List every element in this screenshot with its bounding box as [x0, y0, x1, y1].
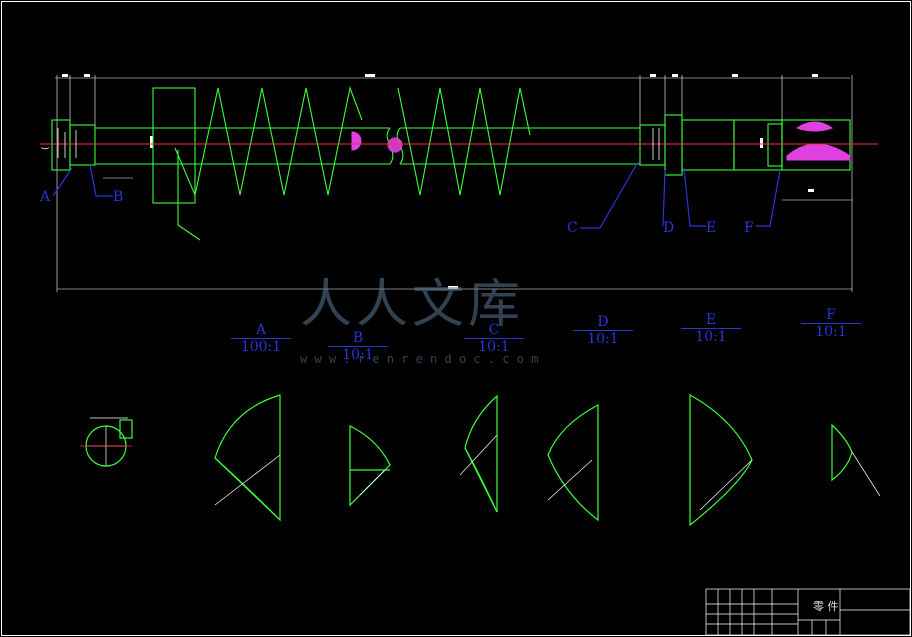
callout-a: A: [40, 189, 51, 205]
callout-e: E: [706, 220, 717, 236]
callout-leaders: [52, 161, 781, 229]
section-hatch: [351, 121, 851, 161]
shaft-end-white: [57, 128, 660, 160]
end-mark: (: [41, 146, 51, 150]
callout-f: F: [744, 220, 754, 236]
title-block: [705, 588, 911, 636]
dimension-lines: [55, 75, 853, 292]
detail-profiles: [85, 393, 853, 527]
main-shaft-view: (: [40, 74, 878, 292]
detail-radius-lines: [86, 417, 881, 511]
callout-b: B: [113, 189, 124, 205]
shaft-outline: [51, 86, 851, 241]
title-block-part-label: 零 件: [813, 600, 839, 613]
dimension-values: [62, 74, 818, 289]
callout-c: C: [567, 220, 578, 236]
watermark-url: w w w . r e n r e n d o c . c o m: [300, 352, 539, 366]
watermark-brand: 人人文库: [300, 275, 525, 335]
callout-d: D: [663, 220, 675, 236]
